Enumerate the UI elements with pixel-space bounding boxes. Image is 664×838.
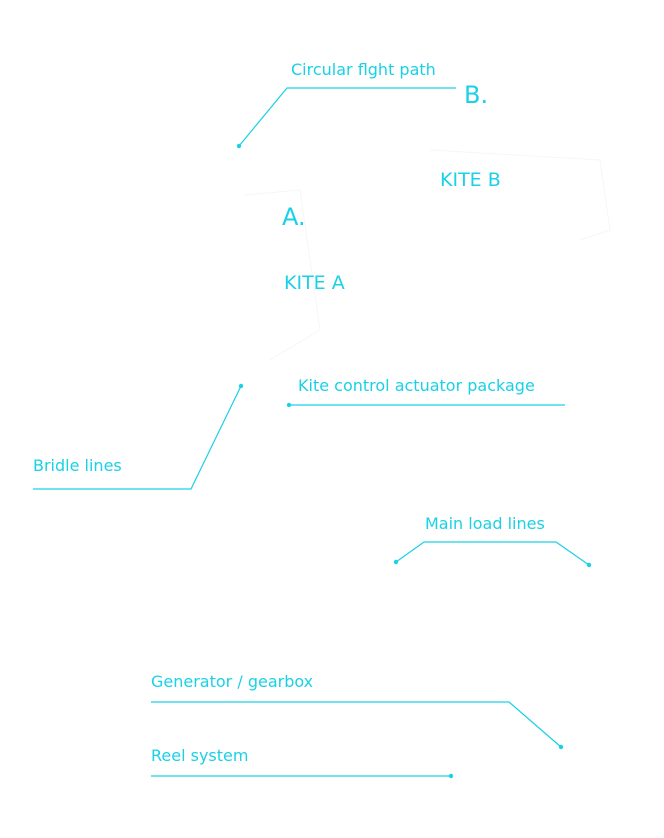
label-main-load-lines: Main load lines [425, 514, 545, 533]
dot-reel-system [448, 773, 454, 779]
leader-main-load-lines [395, 541, 590, 566]
label-circular-flight-path: Circular flght path [291, 60, 436, 79]
label-bridle-lines: Bridle lines [33, 456, 122, 475]
dot-circular-flight-path [236, 143, 242, 149]
leader-generator-gearbox [151, 701, 562, 748]
label-kite-a: KITE A [284, 272, 345, 294]
dot-kite-control-actuator [286, 402, 292, 408]
label-reel-system: Reel system [151, 746, 249, 765]
dot-main-load-right [586, 562, 592, 568]
kite-a-shape [244, 189, 321, 361]
leader-circular-flight-path [238, 87, 456, 147]
dot-main-load-left [393, 559, 399, 565]
label-generator-gearbox: Generator / gearbox [151, 672, 314, 691]
dot-bridle-lines [238, 383, 244, 389]
label-marker-a: A. [282, 203, 306, 231]
kite-b-shape [429, 149, 611, 241]
label-kite-control-actuator: Kite control actuator package [298, 376, 535, 395]
label-kite-b: KITE B [440, 169, 501, 191]
dot-generator-gearbox [558, 744, 564, 750]
label-marker-b: B. [464, 81, 489, 109]
leader-bridle-lines [33, 385, 242, 490]
